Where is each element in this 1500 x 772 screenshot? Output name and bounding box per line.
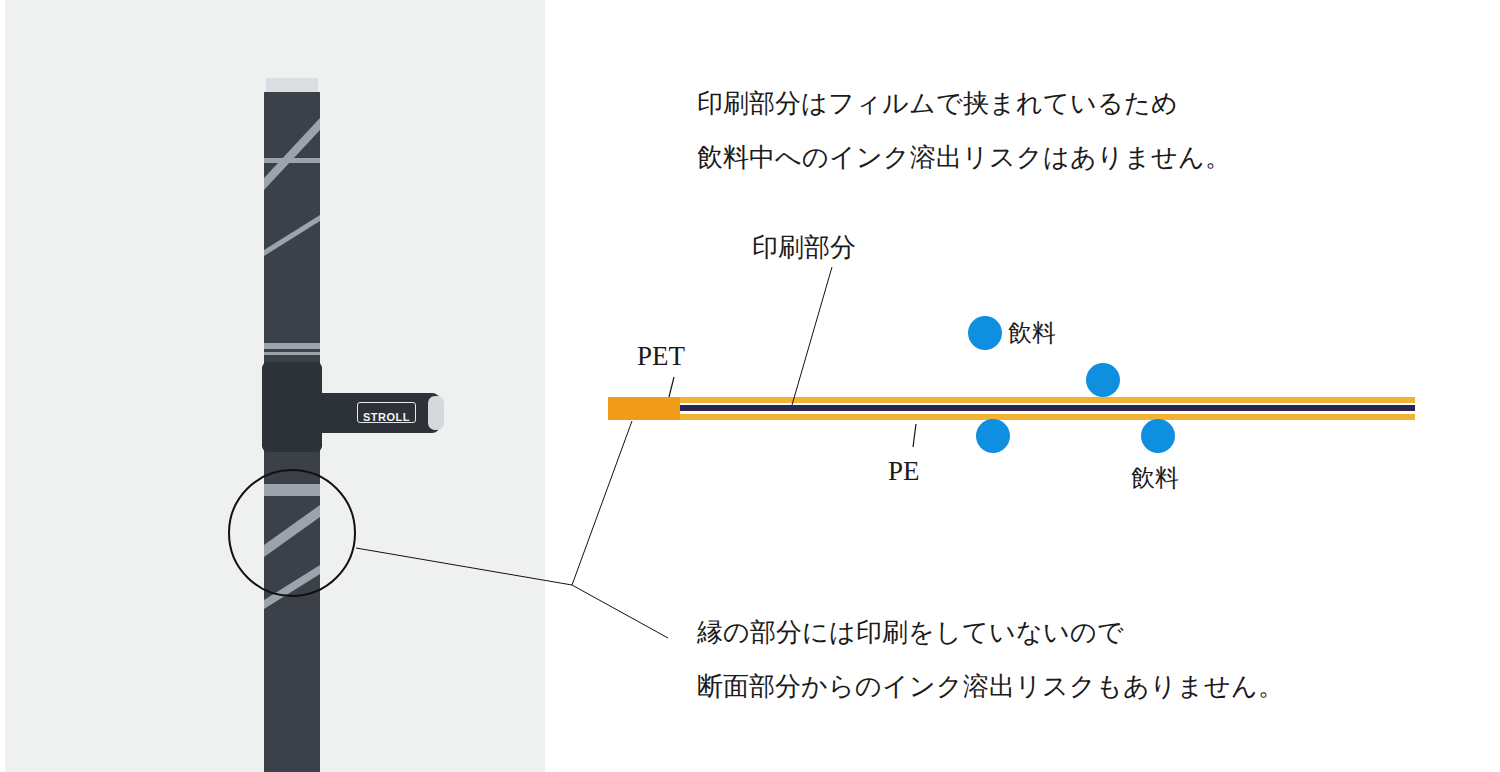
note-text: 印刷部分はフィルムで挟まれているため 飲料中へのインク溶出リスクはありません。 — [697, 77, 1257, 185]
leader-line — [669, 377, 674, 397]
pe-layer — [608, 397, 1415, 403]
liquid-dot — [976, 419, 1010, 453]
leader-line — [572, 585, 668, 638]
part-label: PET — [637, 340, 685, 372]
brand-badge: STROLL — [357, 402, 416, 423]
straw-tip — [266, 78, 318, 94]
liquid-dot — [1141, 419, 1175, 453]
part-label: 印刷部分 — [752, 232, 856, 263]
straw-tab — [300, 393, 440, 433]
pet-edge — [608, 397, 680, 420]
leader-line — [913, 424, 916, 447]
zoom-circle — [229, 470, 355, 596]
leader-line — [356, 548, 572, 585]
brand-text: STROLL — [363, 412, 410, 423]
liquid-dot — [1086, 363, 1120, 397]
tab-roll — [428, 396, 444, 430]
note-text: 縁の部分には印刷をしていないので 断面部分からのインク溶出リスクもありません。 — [697, 606, 1347, 714]
liquid-dot — [968, 316, 1002, 350]
leader-line — [792, 267, 832, 405]
leader-line — [572, 421, 632, 585]
part-label: PE — [888, 455, 920, 487]
liquid-label: 飲料 — [1008, 319, 1056, 348]
print-layer — [680, 405, 1415, 411]
liquid-label: 飲料 — [1131, 464, 1179, 493]
pe-layer — [608, 414, 1415, 420]
